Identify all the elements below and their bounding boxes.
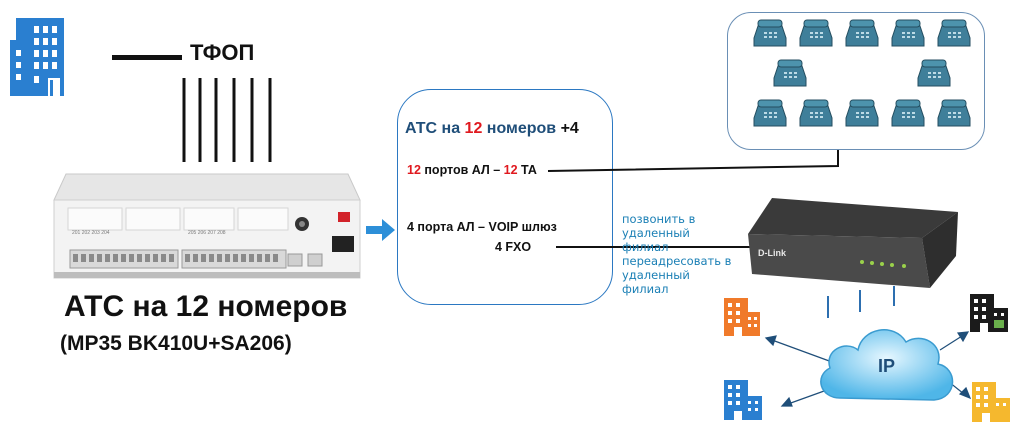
phone-icon [799, 99, 833, 127]
phone-icon [937, 99, 971, 127]
pbx-model: (MP35 BK410U+SA206) [60, 332, 292, 355]
branch-building-yellow-icon [972, 382, 1010, 422]
pbx-device-image: 201 202 203 204 205 206 207 208 [53, 173, 361, 279]
note-call-branch: позвонить в удаленный филиал [622, 212, 696, 254]
extensions-end: ТА [517, 163, 537, 177]
phones-count: 12 [503, 163, 518, 177]
phone-icon [891, 19, 925, 47]
desk-phones [753, 19, 971, 127]
trunk-lines [182, 78, 272, 162]
info-title-prefix: АТС на [405, 120, 465, 137]
cloud-label: IP [878, 356, 895, 376]
pstn-connection-line [112, 55, 182, 60]
phone-icon [937, 19, 971, 47]
info-title-mid: номеров [482, 120, 561, 137]
phone-icon [891, 99, 925, 127]
branch-building-blue-icon [724, 380, 762, 420]
gateway-brand: D-Link [758, 248, 787, 258]
phone-icon [917, 59, 951, 87]
info-line-voip: 4 порта АЛ – VOIP шлюз [407, 220, 557, 234]
phone-icon [753, 19, 787, 47]
phone-icon [845, 99, 879, 127]
svg-text:205 206 207 208: 205 206 207 208 [188, 230, 226, 236]
info-title-number: 12 [464, 120, 483, 137]
voip-gateway-device: D-Link [748, 198, 958, 288]
info-line-extensions: 12 портов АЛ – 12 ТА [407, 163, 537, 177]
phone-icon [773, 59, 807, 87]
note-forward-branch: переадресовать в удаленный филиал [622, 254, 732, 296]
pstn-label: ТФОП [190, 40, 255, 65]
arrow-right-icon [366, 219, 395, 241]
svg-text:201 202 203 204: 201 202 203 204 [72, 230, 110, 236]
info-line-fxo: 4 FXO [495, 240, 532, 254]
phone-icon [753, 99, 787, 127]
info-title-suffix: +4 [560, 120, 579, 137]
extensions-mid: портов АЛ – [420, 163, 504, 177]
phone-icon [845, 19, 879, 47]
ip-cloud-icon: IP [820, 329, 954, 401]
phone-icon [799, 19, 833, 47]
office-building-icon [10, 18, 64, 96]
extensions-count: 12 [407, 163, 421, 177]
branch-building-orange-icon [724, 298, 760, 336]
pbx-info-box [397, 89, 613, 305]
branch-building-black-icon [970, 294, 1008, 332]
info-title: АТС на 12 номеров +4 [405, 120, 579, 138]
pbx-title: АТС на 12 номеров [64, 290, 348, 323]
